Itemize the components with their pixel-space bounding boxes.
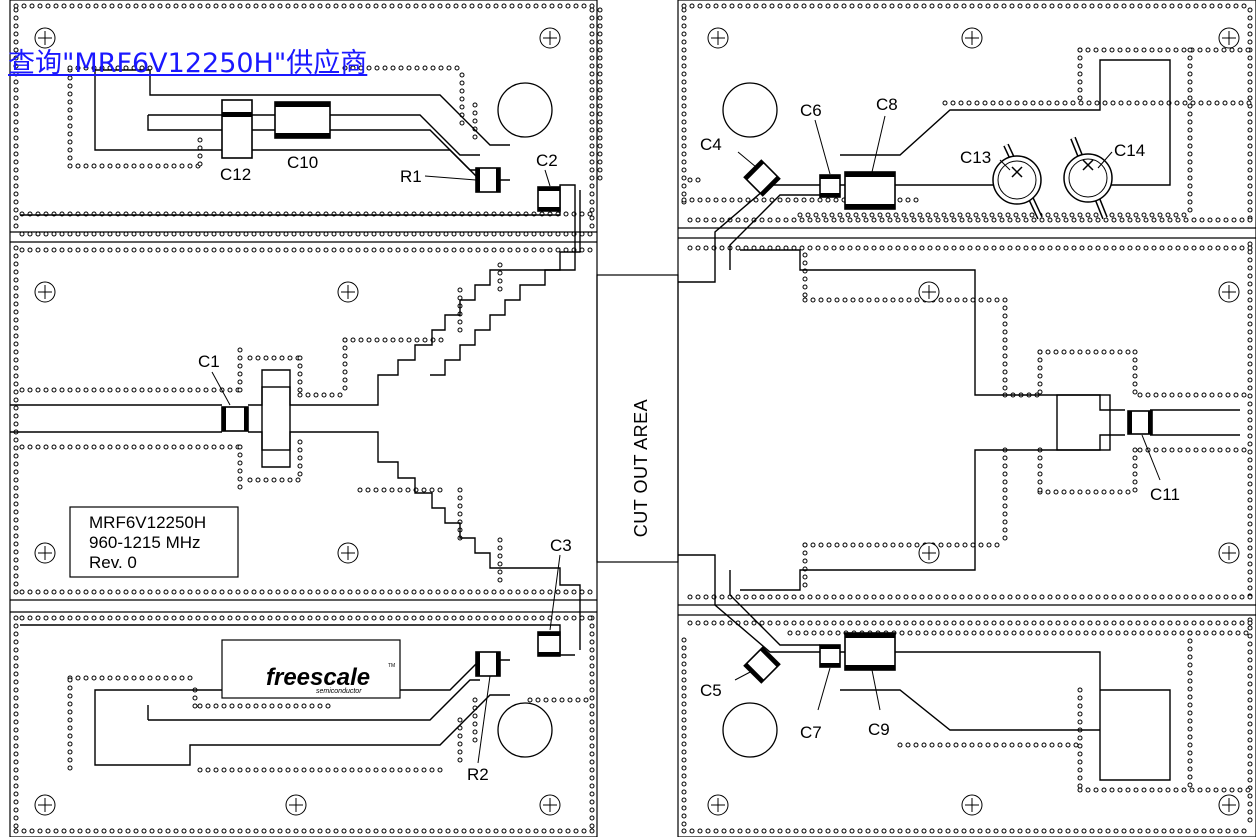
components bbox=[221, 99, 1153, 684]
logo-name: freescale bbox=[266, 664, 370, 691]
capacitor-c13 bbox=[992, 143, 1043, 220]
capacitor-c11 bbox=[1127, 410, 1153, 435]
left-traces bbox=[10, 69, 581, 766]
board-outlines bbox=[9, 0, 1256, 837]
mount-hole-icon bbox=[1218, 542, 1240, 564]
cutout-label: CUT OUT AREA bbox=[631, 399, 651, 537]
capacitor-c1 bbox=[221, 406, 249, 432]
capacitor-c8 bbox=[844, 171, 896, 210]
freescale-logo: freescale TM semiconductor bbox=[221, 639, 401, 699]
info-box-line-3: Rev. 0 bbox=[89, 553, 137, 572]
right-traces bbox=[678, 59, 1240, 781]
label-r1: R1 bbox=[400, 167, 422, 186]
mount-hole-icon bbox=[34, 794, 56, 816]
label-c1: C1 bbox=[198, 352, 220, 371]
bolt-hole bbox=[497, 702, 553, 758]
info-box: MRF6V12250H 960-1215 MHz Rev. 0 bbox=[69, 506, 239, 578]
supplier-query-link[interactable]: 查询"MRF6V12250H"供应商 bbox=[8, 48, 368, 79]
info-box-line-1: MRF6V12250H bbox=[89, 513, 206, 532]
mount-hole-icon bbox=[34, 542, 56, 564]
logo-sub: semiconductor bbox=[316, 688, 362, 695]
logo-tm: TM bbox=[388, 663, 395, 669]
mount-hole-icon bbox=[34, 27, 56, 49]
mount-hole-icon bbox=[539, 794, 561, 816]
mounting-holes bbox=[34, 27, 1240, 816]
resistor-r2 bbox=[475, 651, 501, 677]
mount-hole-icon bbox=[1218, 27, 1240, 49]
label-c14: C14 bbox=[1114, 141, 1145, 160]
label-c7: C7 bbox=[800, 723, 822, 742]
mount-hole-icon bbox=[337, 281, 359, 303]
info-box-line-2: 960-1215 MHz bbox=[89, 533, 201, 552]
mount-hole-icon bbox=[961, 794, 983, 816]
capacitor-c10 bbox=[274, 101, 331, 139]
capacitor-c14 bbox=[1063, 136, 1113, 220]
mount-hole-icon bbox=[918, 281, 940, 303]
ground-via-dots bbox=[13, 3, 1253, 834]
mount-hole-icon bbox=[1218, 281, 1240, 303]
label-c13: C13 bbox=[960, 148, 991, 167]
label-c4: C4 bbox=[700, 135, 722, 154]
label-c5: C5 bbox=[700, 681, 722, 700]
bolt-holes bbox=[497, 82, 778, 758]
label-c9: C9 bbox=[868, 720, 890, 739]
label-r2: R2 bbox=[467, 765, 489, 784]
mount-hole-icon bbox=[707, 794, 729, 816]
mount-hole-icon bbox=[34, 281, 56, 303]
label-c2: C2 bbox=[536, 151, 558, 170]
mount-hole-icon bbox=[707, 27, 729, 49]
label-c6: C6 bbox=[800, 101, 822, 120]
capacitor-c6 bbox=[819, 174, 841, 198]
mount-hole-icon bbox=[539, 27, 561, 49]
capacitor-c5 bbox=[743, 646, 781, 684]
capacitor-c12 bbox=[221, 99, 253, 159]
component-labels: C1 C2 C3 R1 R2 C12 C10 C4 C5 C6 C8 C7 C9… bbox=[198, 95, 1180, 784]
label-c11: C11 bbox=[1150, 485, 1180, 504]
capacitor-c9 bbox=[844, 632, 896, 671]
mount-hole-icon bbox=[285, 794, 307, 816]
label-c10: C10 bbox=[287, 153, 318, 172]
capacitor-c7 bbox=[819, 644, 841, 668]
resistor-r1 bbox=[475, 167, 501, 193]
mount-hole-icon bbox=[961, 27, 983, 49]
label-c8: C8 bbox=[876, 95, 898, 114]
capacitor-c2 bbox=[537, 186, 561, 212]
capacitor-c3 bbox=[537, 631, 561, 657]
leader-lines bbox=[211, 115, 1161, 764]
mount-hole-icon bbox=[337, 542, 359, 564]
capacitor-c4 bbox=[743, 159, 781, 197]
bolt-hole bbox=[722, 82, 778, 138]
label-c12: C12 bbox=[220, 165, 251, 184]
mount-hole-icon bbox=[918, 542, 940, 564]
bolt-hole bbox=[497, 82, 553, 138]
mount-hole-icon bbox=[1218, 794, 1240, 816]
bolt-hole bbox=[722, 702, 778, 758]
label-c3: C3 bbox=[550, 536, 572, 555]
